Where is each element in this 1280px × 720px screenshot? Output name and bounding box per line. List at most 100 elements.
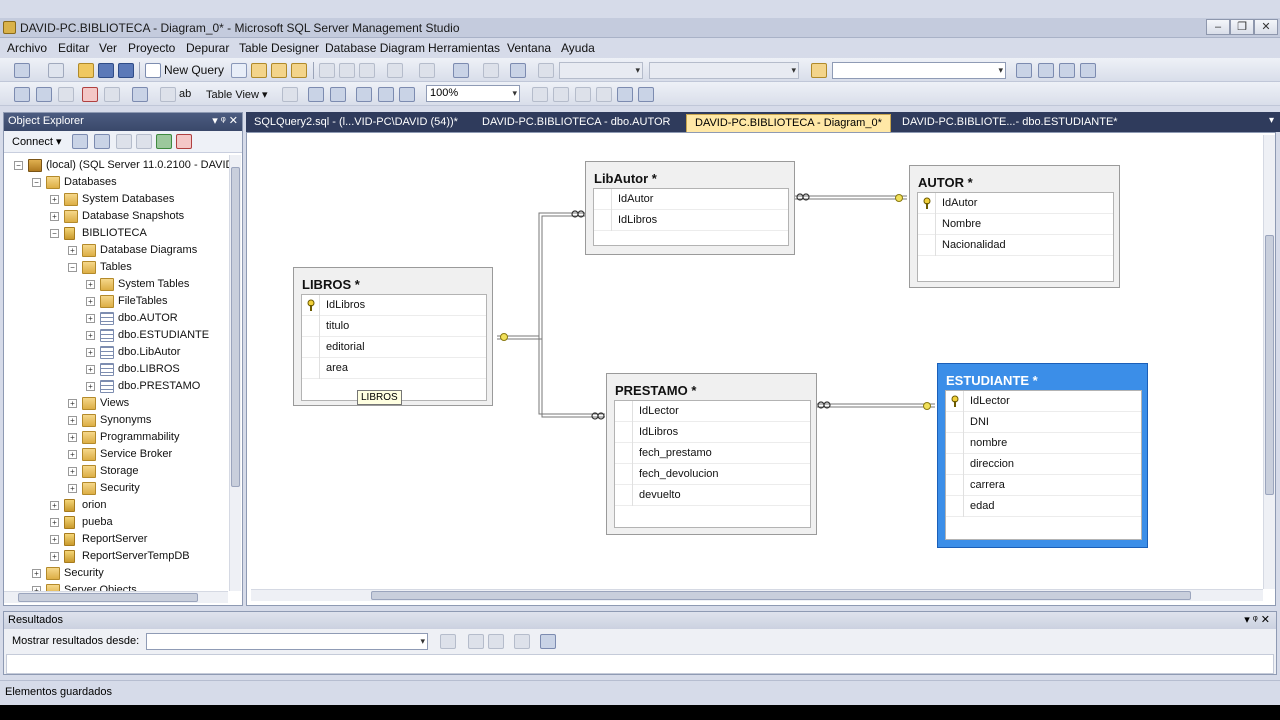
properties-icon[interactable] [1038, 63, 1054, 78]
menu-proyecto[interactable]: Proyecto [128, 41, 176, 55]
column-name[interactable]: titulo [326, 320, 350, 332]
hscroll-thumb[interactable] [371, 591, 1191, 600]
column-name[interactable]: edad [970, 500, 995, 512]
minimize-button[interactable]: – [1206, 19, 1230, 35]
table-libautor[interactable]: LibAutor * IdAutor IdLibros [585, 161, 795, 255]
tree-node-tables[interactable]: −Tables [68, 260, 228, 276]
column-name[interactable]: editorial [326, 341, 365, 353]
new-query-icon[interactable] [145, 63, 161, 78]
activity-monitor-icon[interactable] [510, 63, 526, 78]
clear-results-icon[interactable] [514, 634, 530, 649]
filter-icon[interactable] [136, 134, 152, 149]
manage-check-constraints-icon[interactable] [617, 87, 633, 102]
copy-icon[interactable] [339, 63, 355, 78]
dropdown-icon[interactable]: ▾ [212, 115, 218, 127]
column-name[interactable]: IdAutor [942, 197, 978, 209]
pin-icon[interactable]: ᵠ [220, 115, 226, 127]
pin-icon[interactable]: ᵠ [1252, 614, 1258, 626]
column-name[interactable]: IdLibros [639, 426, 679, 438]
navigate-forward-icon[interactable] [483, 63, 499, 78]
view-page-breaks-icon[interactable] [399, 87, 415, 102]
new-query-button[interactable]: New Query [164, 63, 225, 77]
word-wrap-icon[interactable] [540, 634, 556, 649]
close-button[interactable]: ✕ [1254, 19, 1278, 35]
canvas-hscrollbar[interactable] [251, 589, 1263, 601]
object-explorer-hscrollbar[interactable] [4, 591, 228, 603]
tree-node-biblioteca[interactable]: −BIBLIOTECA [50, 226, 230, 242]
tree-node-dbo-autor[interactable]: +dbo.AUTOR [86, 311, 226, 327]
tab-dbo-autor[interactable]: DAVID-PC.BIBLIOTECA - dbo.AUTOR [482, 116, 671, 128]
table-estudiante[interactable]: ESTUDIANTE * IdLector DNI nombre direcci… [937, 363, 1148, 548]
set-primary-key-icon[interactable] [160, 87, 176, 102]
stop-icon[interactable] [116, 134, 132, 149]
tree-node-database-snapshots[interactable]: +Database Snapshots [50, 209, 230, 225]
tab-sqlquery2[interactable]: SQLQuery2.sql - (l...VID-PC\DAVID (54))* [254, 116, 458, 128]
manage-spatial-indexes-icon[interactable] [638, 87, 654, 102]
vscroll-thumb[interactable] [1265, 235, 1274, 495]
new-table-icon[interactable] [14, 87, 30, 102]
results-source-select[interactable]: ▾ [146, 633, 428, 650]
column-name[interactable]: devuelto [639, 489, 681, 501]
tree-node-synonyms[interactable]: +Synonyms [68, 413, 228, 429]
column-name[interactable]: carrera [970, 479, 1005, 491]
add-table-icon[interactable] [36, 87, 52, 102]
results-output-area[interactable] [6, 654, 1274, 674]
analysis-query-icon[interactable] [251, 63, 267, 78]
tree-node-programmability[interactable]: +Programmability [68, 430, 228, 446]
column-name[interactable]: fech_prestamo [639, 447, 712, 459]
arrange-selection-icon[interactable] [330, 87, 346, 102]
tree-node-dbo-estudiante[interactable]: +dbo.ESTUDIANTE [86, 328, 226, 344]
find-in-files-icon[interactable] [811, 63, 827, 78]
next-result-icon[interactable] [488, 634, 504, 649]
zoom-icon[interactable] [356, 87, 372, 102]
tree-node-pueba[interactable]: +pueba [50, 515, 230, 531]
relationships-icon[interactable] [532, 87, 548, 102]
column-name[interactable]: area [326, 362, 349, 374]
object-explorer-icon[interactable] [1080, 63, 1096, 78]
table-prestamo[interactable]: PRESTAMO * IdLector IdLibros fech_presta… [606, 373, 817, 535]
column-name[interactable]: Nacionalidad [942, 239, 1006, 251]
column-name[interactable]: Nombre [942, 218, 982, 230]
undo-icon[interactable] [387, 63, 403, 78]
go-to-location-icon[interactable] [440, 634, 456, 649]
canvas-vscrollbar[interactable] [1263, 135, 1275, 589]
activity-icon[interactable] [176, 134, 192, 149]
column-name[interactable]: IdLector [639, 405, 679, 417]
add-item-icon[interactable] [48, 63, 64, 78]
save-all-icon[interactable] [118, 63, 134, 78]
column-name[interactable]: direccion [970, 458, 1015, 470]
tree-node-server[interactable]: −(local) (SQL Server 11.0.2100 - DAVID [14, 158, 234, 174]
table-libros[interactable]: LIBROS * IdLibros titulo editorial area … [293, 267, 493, 406]
tree-node-dbo-libros[interactable]: +dbo.LIBROS [86, 362, 226, 378]
object-explorer-vscrollbar[interactable] [229, 155, 241, 591]
cut-icon[interactable] [319, 63, 335, 78]
start-debug-icon[interactable] [538, 63, 554, 78]
menu-ventana[interactable]: Ventana [507, 41, 552, 55]
tree-node-storage[interactable]: +Storage [68, 464, 228, 480]
menu-herramientas[interactable]: Herramientas [428, 41, 501, 55]
solution-config-select[interactable]: ▾ [559, 62, 643, 79]
menu-ayuda[interactable]: Ayuda [561, 41, 595, 55]
column-name[interactable]: nombre [970, 437, 1008, 449]
tree-node-views[interactable]: +Views [68, 396, 228, 412]
tab-diagram-0[interactable]: DAVID-PC.BIBLIOTECA - Diagram_0* [686, 114, 891, 132]
new-text-annotation-icon[interactable]: ab [179, 88, 192, 100]
menu-database-diagram[interactable]: Database Diagram [325, 41, 426, 55]
diagram-canvas[interactable]: LibAutor * IdAutor IdLibros AUTOR * IdAu… [246, 132, 1276, 606]
find-combo[interactable]: ▾ [832, 62, 1006, 79]
hscroll-thumb[interactable] [18, 593, 198, 602]
autosize-tables-icon[interactable] [282, 87, 298, 102]
prev-result-icon[interactable] [468, 634, 484, 649]
tree-node-service-broker[interactable]: +Service Broker [68, 447, 228, 463]
remove-from-diagram-icon[interactable] [104, 87, 120, 102]
navigate-backward-icon[interactable] [453, 63, 469, 78]
toolbox-icon[interactable] [1059, 63, 1075, 78]
open-file-icon[interactable] [78, 63, 94, 78]
tree-node-database-diagrams[interactable]: +Database Diagrams [68, 243, 228, 259]
manage-xml-indexes-icon[interactable] [596, 87, 612, 102]
paste-icon[interactable] [359, 63, 375, 78]
add-related-tables-icon[interactable] [58, 87, 74, 102]
tree-node-reportserver[interactable]: +ReportServer [50, 532, 230, 548]
menu-ver[interactable]: Ver [99, 41, 118, 55]
table-autor[interactable]: AUTOR * IdAutor Nombre Nacionalidad [909, 165, 1120, 288]
